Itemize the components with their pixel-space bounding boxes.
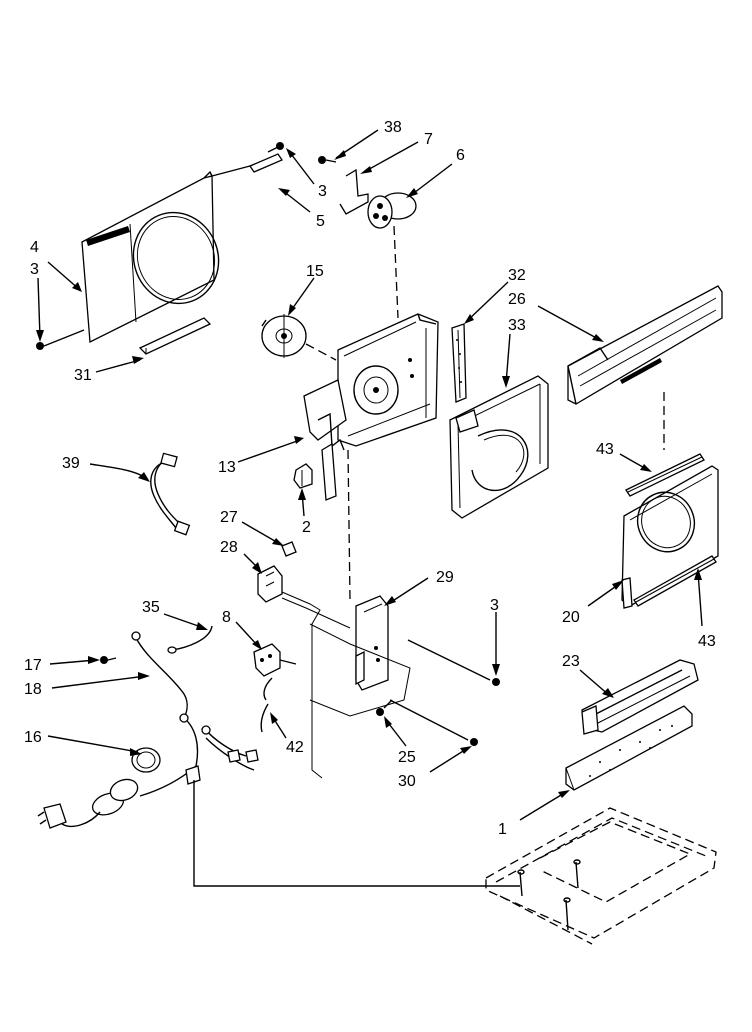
callout-6: 6 xyxy=(456,147,465,164)
callout-31: 31 xyxy=(74,367,92,384)
control-bracket-part-29 xyxy=(355,595,389,691)
bulkhead-dash-down xyxy=(347,449,351,601)
wire-harness-part-39 xyxy=(150,452,191,536)
leader-lines xyxy=(36,129,703,821)
callout-3-left: 3 xyxy=(30,261,39,278)
callout-17: 17 xyxy=(24,657,42,674)
callout-2: 2 xyxy=(302,519,311,536)
screw-part-25 xyxy=(376,708,384,716)
callout-5: 5 xyxy=(316,213,325,230)
callout-4: 4 xyxy=(30,239,39,256)
foam-block-part-1 xyxy=(565,705,693,791)
callout-labels: 38 7 6 3 5 4 3 15 32 26 33 31 39 13 43 2… xyxy=(24,119,716,838)
screw-part-17 xyxy=(100,656,108,664)
control-box-outline xyxy=(309,623,411,717)
block-part-27 xyxy=(281,541,297,557)
callout-43-top: 43 xyxy=(596,441,614,458)
bracket-part-5 xyxy=(211,142,284,177)
screw-part-3-left xyxy=(36,342,44,350)
callout-39: 39 xyxy=(62,455,80,472)
ground-wire-part-18 xyxy=(135,637,188,719)
base-pan-reference xyxy=(485,807,717,945)
callout-23: 23 xyxy=(562,653,580,670)
callout-3-top: 3 xyxy=(318,183,327,200)
callout-8: 8 xyxy=(222,609,231,626)
clip-part-2 xyxy=(293,463,313,489)
wire-part-42 xyxy=(260,703,269,733)
callout-27: 27 xyxy=(220,509,238,526)
front-panel-part-20 xyxy=(621,465,719,609)
callout-3-mid: 3 xyxy=(490,597,499,614)
callout-35: 35 xyxy=(142,599,160,616)
callout-16: 16 xyxy=(24,729,42,746)
terminal-part-8 xyxy=(253,643,297,677)
switch-part-28 xyxy=(257,565,283,603)
seal-strip-part-43-top xyxy=(625,453,705,497)
fan-hub-part-15 xyxy=(261,314,307,358)
power-cord-part-16 xyxy=(37,713,259,829)
bulkhead-part-13 xyxy=(303,313,439,501)
callout-29: 29 xyxy=(436,569,454,586)
capacitor-leader-dash xyxy=(393,225,399,319)
callout-25: 25 xyxy=(398,749,416,766)
top-duct-part-26 xyxy=(567,285,723,405)
seal-strip-part-32 xyxy=(451,323,467,403)
callout-13: 13 xyxy=(218,459,236,476)
foam-strip-part-31 xyxy=(138,317,212,355)
callout-26: 26 xyxy=(508,291,526,308)
callout-43-bottom: 43 xyxy=(698,633,716,650)
callout-42: 42 xyxy=(286,739,304,756)
callout-28: 28 xyxy=(220,539,238,556)
callout-15: 15 xyxy=(306,263,324,280)
scroll-housing-part-33 xyxy=(449,375,549,519)
capacitor-part-6 xyxy=(367,192,417,229)
callout-38: 38 xyxy=(384,119,402,136)
drain-pan-part-23 xyxy=(581,659,699,735)
callout-20: 20 xyxy=(562,609,580,626)
wire-outline xyxy=(281,591,323,779)
fan-hub-dash xyxy=(305,343,337,361)
capacitor-bracket-part-7 xyxy=(318,156,369,215)
callout-33: 33 xyxy=(508,317,526,334)
screw-part-3-mid xyxy=(492,678,500,686)
ground-reference-line xyxy=(193,780,520,887)
side-panel-part-4 xyxy=(81,170,220,344)
callout-7: 7 xyxy=(424,131,433,148)
seal-strip-part-43-bottom xyxy=(633,555,717,607)
callout-32: 32 xyxy=(508,267,526,284)
screw-part-30 xyxy=(470,738,478,746)
callout-30: 30 xyxy=(398,773,416,790)
callout-18: 18 xyxy=(24,681,42,698)
callout-1: 1 xyxy=(498,821,507,838)
